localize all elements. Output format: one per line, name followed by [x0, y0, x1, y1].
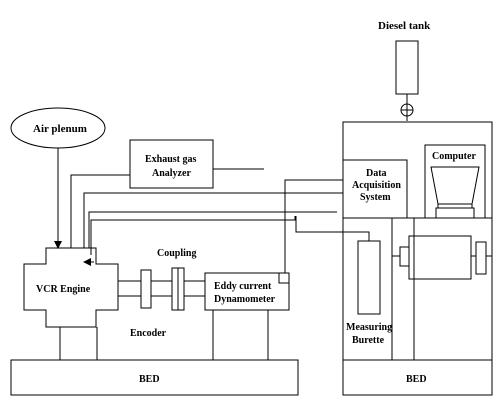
dyno-signal-line [284, 179, 343, 284]
eddy-current-dynamometer [204, 272, 290, 311]
diesel-tank [395, 40, 419, 95]
diesel-tank-label: Diesel tank [378, 20, 431, 32]
air-plenum-label: Air plenum [33, 123, 87, 135]
eddy-dyno-label-2: Dynamometer [214, 294, 276, 305]
burette-label-2: Burette [352, 335, 385, 346]
computer-label: Computer [432, 151, 476, 162]
burette-label-1: Measuring [346, 322, 392, 333]
data-acquisition-box [342, 159, 408, 219]
eddy-dyno-label-1: Eddy current [214, 281, 272, 292]
burette-feed-line [295, 216, 370, 241]
exhaust-analyzer-label-1: Exhaust gas [145, 154, 197, 165]
measuring-burette [357, 240, 381, 315]
bed-right-label: BED [406, 374, 427, 385]
daq-signal-line-3 [90, 216, 296, 255]
exhaust-analyzer-label-2: Analyzer [152, 168, 191, 179]
control-cabinet [342, 121, 493, 396]
coupling-label: Coupling [157, 248, 196, 259]
daq-signal-line-1 [83, 192, 343, 248]
daq-signal-line-2 [88, 211, 337, 248]
vcr-engine-label: VCR Engine [36, 284, 91, 295]
daq-label-2: Acquisition [352, 180, 401, 191]
encoder [140, 269, 152, 309]
bed-left [10, 359, 299, 396]
daq-label-3: System [360, 192, 391, 203]
exhaust-line [70, 174, 130, 248]
bed-left-label: BED [139, 374, 160, 385]
encoder-label: Encoder [130, 328, 167, 339]
computer-stand [435, 207, 475, 219]
vcr-engine [23, 247, 119, 328]
monitor-screen [430, 166, 480, 205]
daq-label-1: Data [366, 168, 387, 179]
cabinet-engine-block [408, 235, 472, 280]
exhaust-gas-analyzer [129, 139, 214, 189]
